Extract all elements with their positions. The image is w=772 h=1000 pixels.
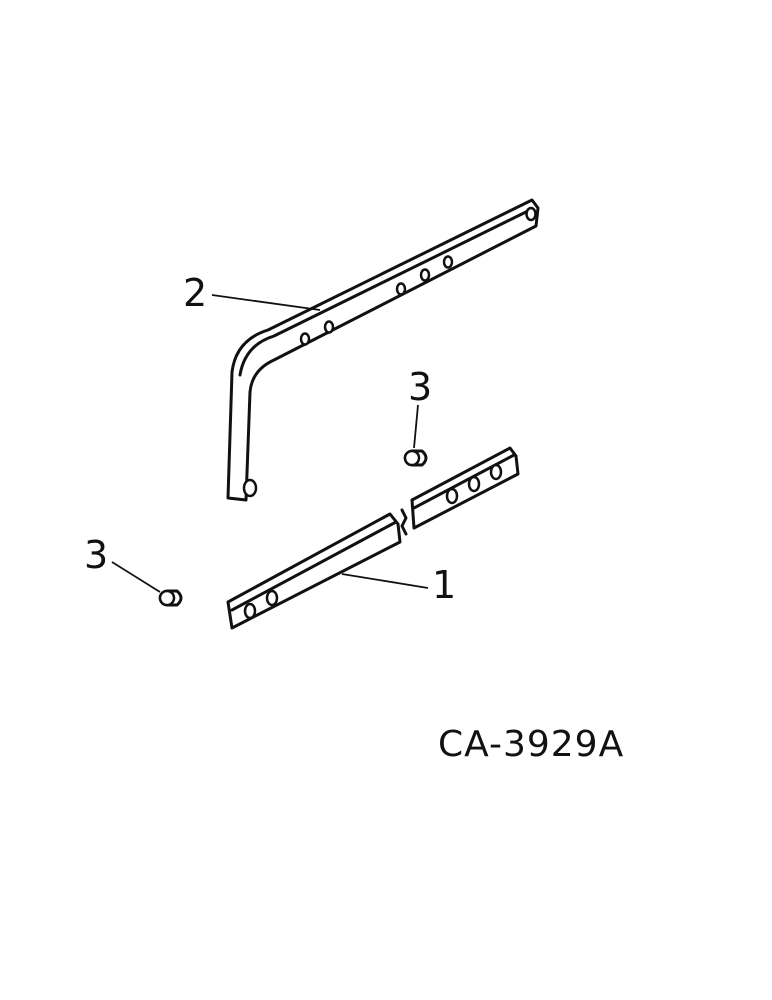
leader-3-lower — [111, 561, 161, 593]
leader-3-upper — [413, 404, 419, 449]
callout-3-lower: 3 — [84, 533, 108, 577]
leader-2 — [211, 294, 321, 311]
plug-upper — [403, 449, 428, 467]
leader-1 — [341, 573, 429, 589]
bent-bar-part — [226, 198, 540, 502]
callout-2: 2 — [183, 271, 207, 315]
straight-bar-part — [226, 446, 520, 630]
plug-lower — [158, 589, 183, 607]
callout-1: 1 — [432, 563, 456, 607]
callout-3-upper: 3 — [408, 365, 432, 409]
reference-code: CA-3929A — [438, 724, 624, 765]
